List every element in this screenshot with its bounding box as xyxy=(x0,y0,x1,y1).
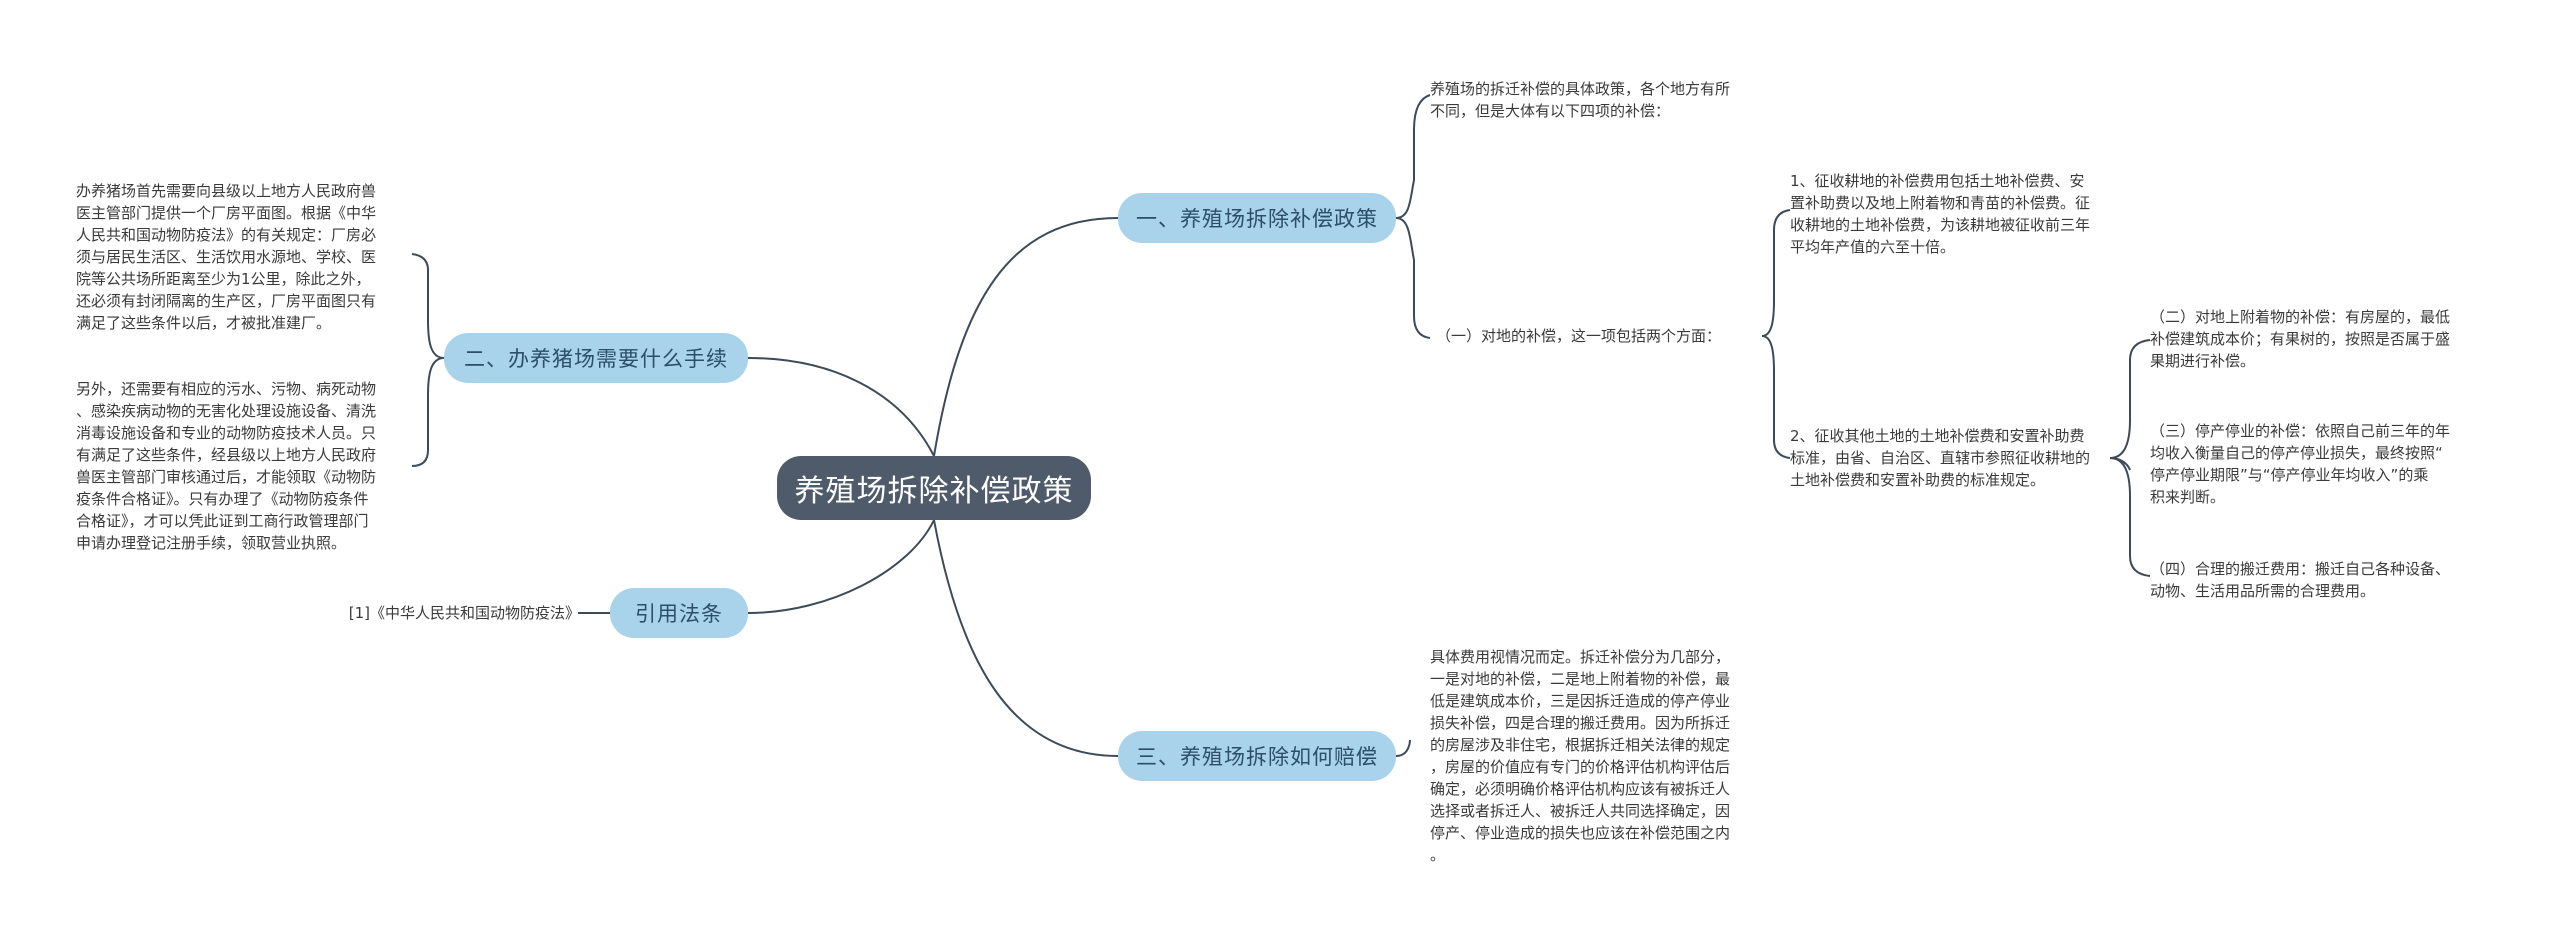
relocation-cost-text: （四）合理的搬迁费用：搬迁自己各种设备、 动物、生活用品所需的合理费用。 xyxy=(2150,560,2451,600)
land-compensation-label: （一）对地的补偿，这一项包括两个方面： xyxy=(1436,327,1722,345)
land-item-1-text: 1、征收耕地的补偿费用包括土地补偿费、安 置补助费以及地上附着物和青苗的补偿费。… xyxy=(1790,172,2091,256)
branch-policy[interactable]: 一、养殖场拆除补偿政策 xyxy=(1118,193,1396,243)
branch-compensation[interactable]: 三、养殖场拆除如何赔偿 xyxy=(1118,731,1396,781)
branch-procedures[interactable]: 二、办养猪场需要什么手续 xyxy=(444,333,748,383)
procedures-paragraph-1: 办养猪场首先需要向县级以上地方人民政府兽 医主管部门提供一个厂房平面图。根据《中… xyxy=(76,182,377,332)
policy-intro-text: 养殖场的拆迁补偿的具体政策，各个地方有所 不同，但是大体有以下四项的补偿： xyxy=(1430,80,1731,120)
law-reference-text: [1]《中华人民共和国动物防疫法》 xyxy=(348,604,580,622)
compensation-detail-text: 具体费用视情况而定。拆迁补偿分为几部分， 一是对地的补偿，二是地上附着物的补偿，… xyxy=(1430,648,1731,864)
suspension-compensation-text: （三）停产停业的补偿：依照自己前三年的年 均收入衡量自己的停产停业损失，最终按照… xyxy=(2150,422,2451,506)
procedures-paragraph-2: 另外，还需要有相应的污水、污物、病死动物 、感染疾病动物的无害化处理设施设备、清… xyxy=(76,380,377,552)
land-item-2-text: 2、征收其他土地的土地补偿费和安置补助费 标准，由省、自治区、直辖市参照征收耕地… xyxy=(1790,427,2091,489)
attachments-compensation-text: （二）对地上附着物的补偿：有房屋的，最低 补偿建筑成本价；有果树的，按照是否属于… xyxy=(2150,308,2451,370)
branch-law-reference[interactable]: 引用法条 xyxy=(610,588,748,638)
root-node[interactable]: 养殖场拆除补偿政策 xyxy=(777,456,1091,520)
